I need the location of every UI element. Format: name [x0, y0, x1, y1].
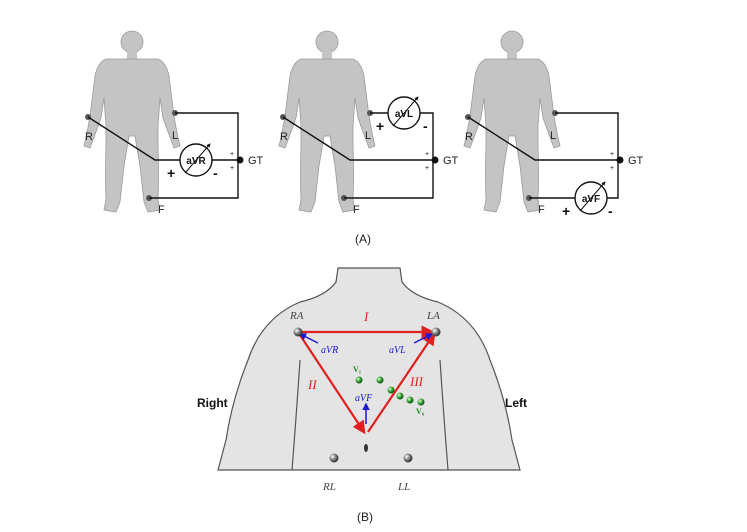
panel-b-caption: (B) [357, 510, 373, 524]
avf-plus-sign: + [562, 203, 570, 219]
avr-foot-label: F [158, 204, 165, 216]
svg-text:+: + [610, 151, 614, 158]
ra-label: RA [289, 310, 304, 322]
chest-electrode [387, 386, 395, 394]
avf-right-label: R [465, 131, 473, 143]
avr-figure: + + aVR + - R L F GT [83, 30, 264, 216]
avl-left-label: L [365, 130, 371, 142]
chest-electrode [417, 398, 425, 406]
avl-figure: + + aVL + - R L F GT [278, 30, 459, 216]
v6-label: V₆ [416, 407, 425, 416]
avl-vector-label: aVL [389, 345, 406, 356]
la-electrode [431, 327, 441, 337]
human-silhouette-icon [83, 30, 181, 213]
avr-vector-label: aVR [321, 345, 338, 356]
ll-electrode [403, 453, 413, 463]
avl-minus-sign: - [423, 118, 428, 134]
v1-label: V₁ [353, 365, 362, 374]
chest-electrode [376, 376, 384, 384]
avr-vector-arrow [298, 333, 319, 344]
avr-minus-sign: - [213, 165, 218, 181]
rl-electrode [329, 453, 339, 463]
svg-text:+: + [425, 151, 429, 158]
panel-a-caption: (A) [355, 232, 371, 246]
ll-label: LL [397, 481, 410, 493]
ra-electrode [293, 327, 303, 337]
ground-node [431, 156, 439, 164]
avl-ground-label: GT [443, 155, 459, 167]
la-label: LA [426, 310, 440, 322]
avl-right-label: R [280, 131, 288, 143]
chest-electrode [355, 376, 363, 384]
navel-mark [364, 444, 368, 452]
svg-text:+: + [610, 165, 614, 172]
human-silhouette-icon [278, 30, 376, 213]
svg-text:+: + [230, 165, 234, 172]
lead-i-label: I [363, 309, 369, 324]
avf-foot-label: F [538, 204, 545, 216]
ground-node [616, 156, 624, 164]
avr-right-label: R [85, 131, 93, 143]
torso-silhouette-icon [217, 267, 521, 471]
avf-ground-label: GT [628, 155, 644, 167]
lead-iii-label: III [409, 374, 424, 389]
avr-meter-label: aVR [186, 156, 206, 167]
left-side-label: Left [505, 396, 527, 410]
ground-node [236, 156, 244, 164]
avr-plus-sign: + [167, 165, 175, 181]
svg-text:+: + [425, 165, 429, 172]
right-side-label: Right [197, 396, 228, 410]
avf-left-label: L [550, 130, 556, 142]
lead-iii-arrow [367, 331, 436, 433]
torso-figure: RA LA RL LL I II III aVR aVL aVF V₁ V₆ R… [197, 267, 527, 493]
avf-vector-label: aVF [355, 393, 373, 404]
chest-electrode [396, 392, 404, 400]
avf-minus-sign: - [608, 203, 613, 219]
avl-foot-label: F [353, 204, 360, 216]
lead-ii-arrow [297, 331, 366, 435]
svg-text:+: + [230, 151, 234, 158]
avr-left-label: L [172, 130, 178, 142]
chest-electrode [406, 396, 414, 404]
avf-figure: + + aVF + - R L F GT [463, 30, 644, 219]
human-silhouette-icon [463, 30, 561, 213]
avl-vector-arrow [413, 333, 434, 344]
avl-meter-label: aVL [395, 109, 413, 120]
lead-ii-label: II [307, 377, 317, 392]
rl-label: RL [322, 481, 336, 493]
avr-ground-label: GT [248, 155, 264, 167]
avf-meter-label: aVF [582, 194, 600, 205]
avl-plus-sign: + [376, 118, 384, 134]
